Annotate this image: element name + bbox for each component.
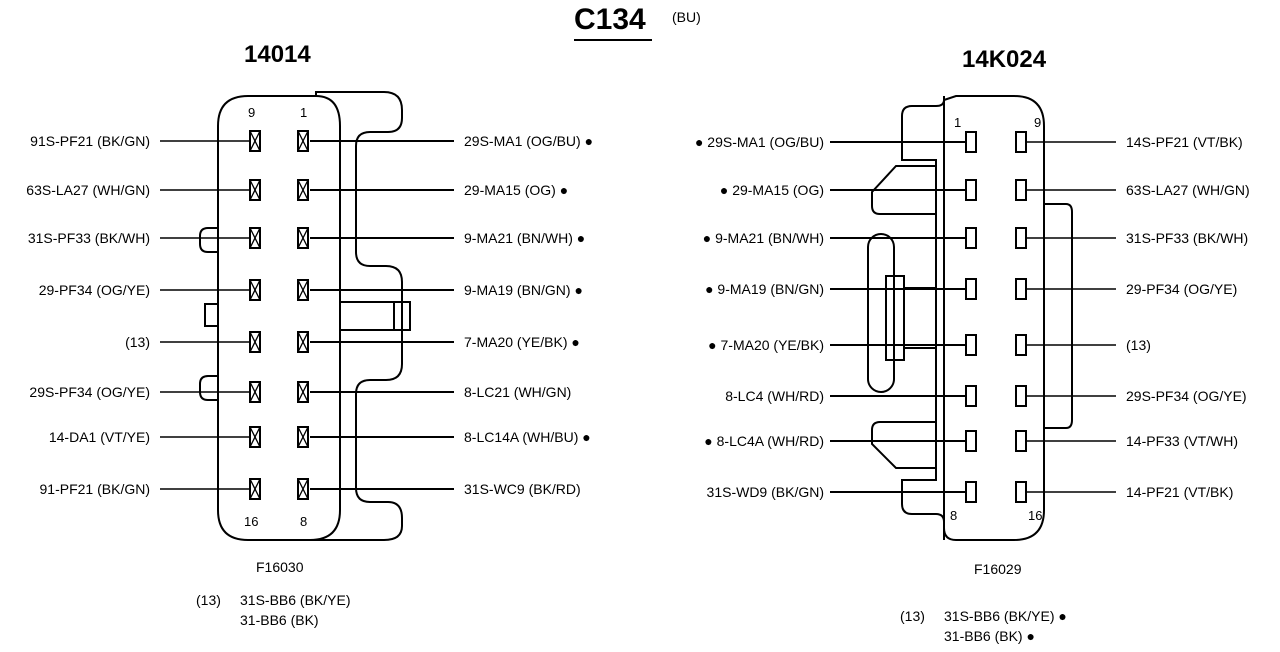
left-terminal-left — [249, 478, 261, 500]
right-terminal-right — [1015, 278, 1027, 300]
left-wire-label-left: 29-PF34 (OG/YE) — [39, 282, 150, 298]
right-wire-label-left: 8-LC4 (WH/RD) — [725, 388, 824, 404]
right-terminal-right — [1015, 179, 1027, 201]
left-wire-label-left: (13) — [125, 334, 150, 350]
right-wire-label-right: 63S-LA27 (WH/GN) — [1126, 182, 1250, 198]
left-terminal-right — [297, 426, 309, 448]
right-terminal-left — [965, 278, 977, 300]
right-figure-id: F16029 — [974, 561, 1022, 577]
left-wire-label-right: 9-MA19 (BN/GN) ● — [464, 282, 583, 298]
right-terminal-left — [965, 481, 977, 503]
right-pin-label-bottom-right: 16 — [1028, 508, 1042, 523]
left-connector-body — [199, 91, 411, 541]
title-suffix: (BU) — [672, 9, 701, 25]
left-pin-label-bottom-left: 16 — [244, 514, 258, 529]
right-note-line-2: 31-BB6 (BK) ● — [944, 628, 1035, 644]
right-wire-label-right: 29S-PF34 (OG/YE) — [1126, 388, 1247, 404]
left-wire-label-left: 31S-PF33 (BK/WH) — [28, 230, 150, 246]
left-wire-label-right: 29-MA15 (OG) ● — [464, 182, 568, 198]
left-wire-label-right: 9-MA21 (BN/WH) ● — [464, 230, 585, 246]
left-terminal-right — [297, 381, 309, 403]
right-wire-label-left: 31S-WD9 (BK/GN) — [707, 484, 824, 500]
right-terminal-right — [1015, 385, 1027, 407]
right-terminal-left — [965, 385, 977, 407]
left-wire-label-left: 91-PF21 (BK/GN) — [40, 481, 150, 497]
left-note-ref: (13) — [196, 592, 221, 608]
left-terminal-right — [297, 179, 309, 201]
right-part-number: 14K024 — [962, 46, 1047, 73]
right-terminal-left — [965, 131, 977, 153]
left-wire-label-left: 91S-PF21 (BK/GN) — [30, 133, 150, 149]
left-note-line-1: 31S-BB6 (BK/YE) — [240, 592, 351, 608]
left-terminal-left — [249, 130, 261, 152]
right-wire-label-right: 14-PF33 (VT/WH) — [1126, 433, 1238, 449]
right-wire-label-right: 14S-PF21 (VT/BK) — [1126, 134, 1243, 150]
right-pin-label-bottom-left: 8 — [950, 508, 957, 523]
right-wire-label-left: ● 9-MA19 (BN/GN) — [705, 281, 824, 297]
right-terminal-right — [1015, 131, 1027, 153]
left-wire-label-right: 8-LC14A (WH/BU) ● — [464, 429, 591, 445]
left-wire-label-left: 29S-PF34 (OG/YE) — [29, 384, 150, 400]
right-wire-label-right: 14-PF21 (VT/BK) — [1126, 484, 1233, 500]
left-terminal-right — [297, 130, 309, 152]
left-terminal-left — [249, 279, 261, 301]
right-terminal-left — [965, 227, 977, 249]
left-pin-label-top-right: 1 — [300, 105, 307, 120]
right-note-line-1: 31S-BB6 (BK/YE) ● — [944, 608, 1067, 624]
diagram-title: C134 — [574, 3, 646, 36]
left-part-number: 14014 — [244, 41, 311, 68]
right-wire-label-left: ● 29-MA15 (OG) — [720, 182, 824, 198]
right-wire-label-left: ● 8-LC4A (WH/RD) — [704, 433, 824, 449]
right-wire-label-right: 31S-PF33 (BK/WH) — [1126, 230, 1248, 246]
right-terminal-right — [1015, 430, 1027, 452]
right-terminal-left — [965, 430, 977, 452]
right-wire-label-left: ● 7-MA20 (YE/BK) — [708, 337, 824, 353]
right-wire-group: ● 29S-MA1 (OG/BU) 14S-PF21 (VT/BK) ● 29-MA… — [695, 131, 1250, 503]
right-terminal-right — [1015, 481, 1027, 503]
left-figure-id: F16030 — [256, 559, 304, 575]
left-wire-label-right: 7-MA20 (YE/BK) ● — [464, 334, 580, 350]
right-terminal-right — [1015, 227, 1027, 249]
left-wire-group: 91S-PF21 (BK/GN) 29S-MA1 (OG/BU) ● 63S-LA2… — [26, 130, 593, 500]
right-pin-label-top-left: 1 — [954, 115, 961, 130]
left-terminal-left — [249, 381, 261, 403]
right-pin-label-top-right: 9 — [1034, 115, 1041, 130]
left-pin-label-bottom-right: 8 — [300, 514, 307, 529]
right-connector-body — [867, 95, 1073, 541]
left-terminal-left — [249, 227, 261, 249]
left-terminal-left — [249, 179, 261, 201]
right-wire-label-left: ● 9-MA21 (BN/WH) — [703, 230, 824, 246]
left-terminal-left — [249, 331, 261, 353]
left-terminal-right — [297, 279, 309, 301]
right-terminal-right — [1015, 334, 1027, 356]
right-wire-label-right: (13) — [1126, 337, 1151, 353]
left-terminal-right — [297, 478, 309, 500]
left-wire-label-right: 29S-MA1 (OG/BU) ● — [464, 133, 593, 149]
right-note-ref: (13) — [900, 608, 925, 624]
right-wire-label-right: 29-PF34 (OG/YE) — [1126, 281, 1237, 297]
right-terminal-left — [965, 179, 977, 201]
left-terminal-right — [297, 331, 309, 353]
left-wire-label-right: 31S-WC9 (BK/RD) — [464, 481, 581, 497]
left-wire-label-left: 14-DA1 (VT/YE) — [49, 429, 150, 445]
left-terminal-left — [249, 426, 261, 448]
left-wire-label-right: 8-LC21 (WH/GN) — [464, 384, 571, 400]
right-terminal-left — [965, 334, 977, 356]
left-note-line-2: 31-BB6 (BK) — [240, 612, 319, 628]
left-wire-label-left: 63S-LA27 (WH/GN) — [26, 182, 150, 198]
left-pin-label-top-left: 9 — [248, 105, 255, 120]
right-wire-label-left: ● 29S-MA1 (OG/BU) — [695, 134, 824, 150]
left-terminal-right — [297, 227, 309, 249]
